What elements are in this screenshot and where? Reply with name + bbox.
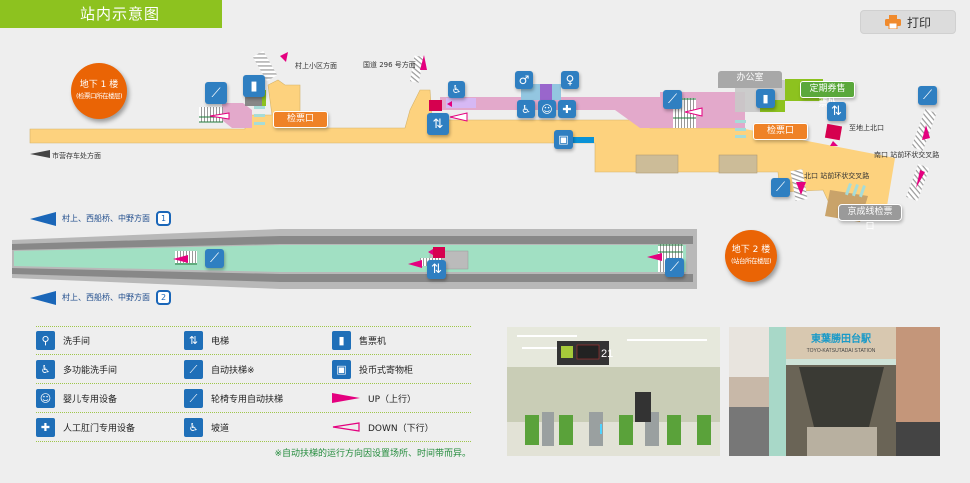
wheelchair-escalator-icon: ⟋: [184, 388, 203, 408]
legend-row: ♿多功能洗手间 ⟋自动扶梯※ ▣投币式寄物柜: [36, 355, 471, 384]
track-2-badge: 2: [156, 290, 171, 305]
womens-restroom-icon: ♀: [561, 71, 579, 89]
wheelchair-escalator-icon: ⟋: [771, 178, 790, 197]
direction-arrow-icon: [30, 211, 56, 226]
ostomate-icon: ✚: [558, 100, 576, 118]
ticket-machine-icon: ▮: [756, 89, 775, 108]
to-north-exit-label: 至地上北口: [849, 124, 884, 132]
station-entrance-photo: 東葉勝田台駅 TOYO-KATSUTADAI STATION: [729, 327, 940, 456]
ticket-machine-icon: ▮: [243, 75, 265, 97]
baby-facility-icon: ☺: [36, 388, 55, 408]
escalator-icon: ⟋: [205, 82, 227, 104]
printer-icon: [884, 15, 901, 29]
elevator-icon: ⇅: [427, 260, 446, 279]
north-exit-label: 北口 站前环状交叉路: [804, 172, 870, 180]
escalator-icon: ⟋: [205, 249, 224, 268]
ramp-icon: ♿: [448, 81, 465, 98]
mens-restroom-icon: ♂: [515, 71, 533, 89]
keisei-line-gate-label: 京成线检票口: [838, 204, 902, 232]
accessible-restroom-icon: ♿: [36, 359, 55, 379]
elevator-icon: ⇅: [427, 113, 449, 135]
legend-row: ☺婴儿专用设备 ⟋轮椅专用自动扶梯 UP（上行）: [36, 384, 471, 413]
elevator-icon: ⇅: [827, 102, 846, 121]
parking-direction-label: 市营存车处方面: [52, 152, 101, 160]
route296-exit-label: 国道 296 号方面: [363, 61, 416, 69]
south-exit-label: 南口 站前环状交叉路: [874, 151, 940, 159]
escalator-icon: ⟋: [184, 359, 203, 379]
page-title: 站内示意图: [0, 0, 222, 28]
commuter-pass-office-label: 定期券售票处: [800, 81, 855, 109]
legend: ⚲洗手间 ⇅电梯 ▮售票机 ♿多功能洗手间 ⟋自动扶梯※ ▣投币式寄物柜 ☺婴儿…: [36, 326, 471, 442]
track-1-badge: 1: [156, 211, 171, 226]
track-2-direction: 村上、西船桥、中野方面 2: [30, 290, 171, 305]
floor-badge-b1: 地下 1 楼 (检票口所在楼层): [71, 63, 127, 119]
b2-platform: [12, 229, 697, 289]
print-button[interactable]: 打印: [860, 10, 956, 34]
coin-locker-icon: ▣: [554, 130, 573, 149]
parking-direction-arrow: [30, 150, 50, 158]
direction-arrow-icon: [30, 290, 56, 305]
ticket-gate-bars: [254, 106, 866, 198]
office-label: 办公室: [718, 71, 782, 88]
baby-facility-icon: ☺: [538, 100, 556, 118]
wheelchair-escalator-icon: ⟋: [665, 258, 684, 277]
ticket-machine-icon: ▮: [332, 331, 351, 350]
legend-row: ⚲洗手间 ⇅电梯 ▮售票机: [36, 326, 471, 355]
station-name-sign-en: TOYO-KATSUTADAI STATION: [807, 348, 876, 354]
restroom-icon: ⚲: [36, 331, 55, 350]
accessible-restroom-icon: ♿: [517, 100, 535, 118]
north-exit-marker: [824, 123, 843, 141]
coin-locker-icon: ▣: [332, 359, 351, 379]
ticket-gate-west: 检票口: [273, 111, 328, 128]
escalator-note: ※自动扶梯的运行方向因设置场所、时间带而异。: [274, 449, 471, 459]
ramp-icon: ♿: [184, 417, 203, 437]
floor-badge-b2: 地下 2 楼 (站台所在楼层): [725, 230, 777, 282]
ticket-gate-east: 检票口: [753, 123, 808, 140]
wheelchair-escalator-icon: ⟋: [918, 86, 937, 105]
print-label: 打印: [906, 15, 931, 30]
b1-direction-arrows: [209, 52, 930, 195]
legend-row: ✚人工肛门专用设备 ♿坡道 DOWN（下行）: [36, 413, 471, 442]
murakami-exit-label: 村上小区方面: [295, 62, 337, 70]
ostomate-icon: ✚: [36, 417, 55, 437]
up-arrow-icon: [332, 393, 360, 403]
track-1-direction: 村上、西船桥、中野方面 1: [30, 211, 171, 226]
down-arrow-icon: [332, 422, 360, 432]
station-name-sign: 東葉勝田台駅: [811, 332, 872, 345]
escalator-icon: ⟋: [663, 90, 682, 109]
platform-sign-number: 21: [601, 348, 613, 360]
ticket-gates-photo: 21: [507, 327, 720, 456]
elevator-icon: ⇅: [184, 331, 203, 350]
b1-elevator-marker: [429, 100, 442, 111]
